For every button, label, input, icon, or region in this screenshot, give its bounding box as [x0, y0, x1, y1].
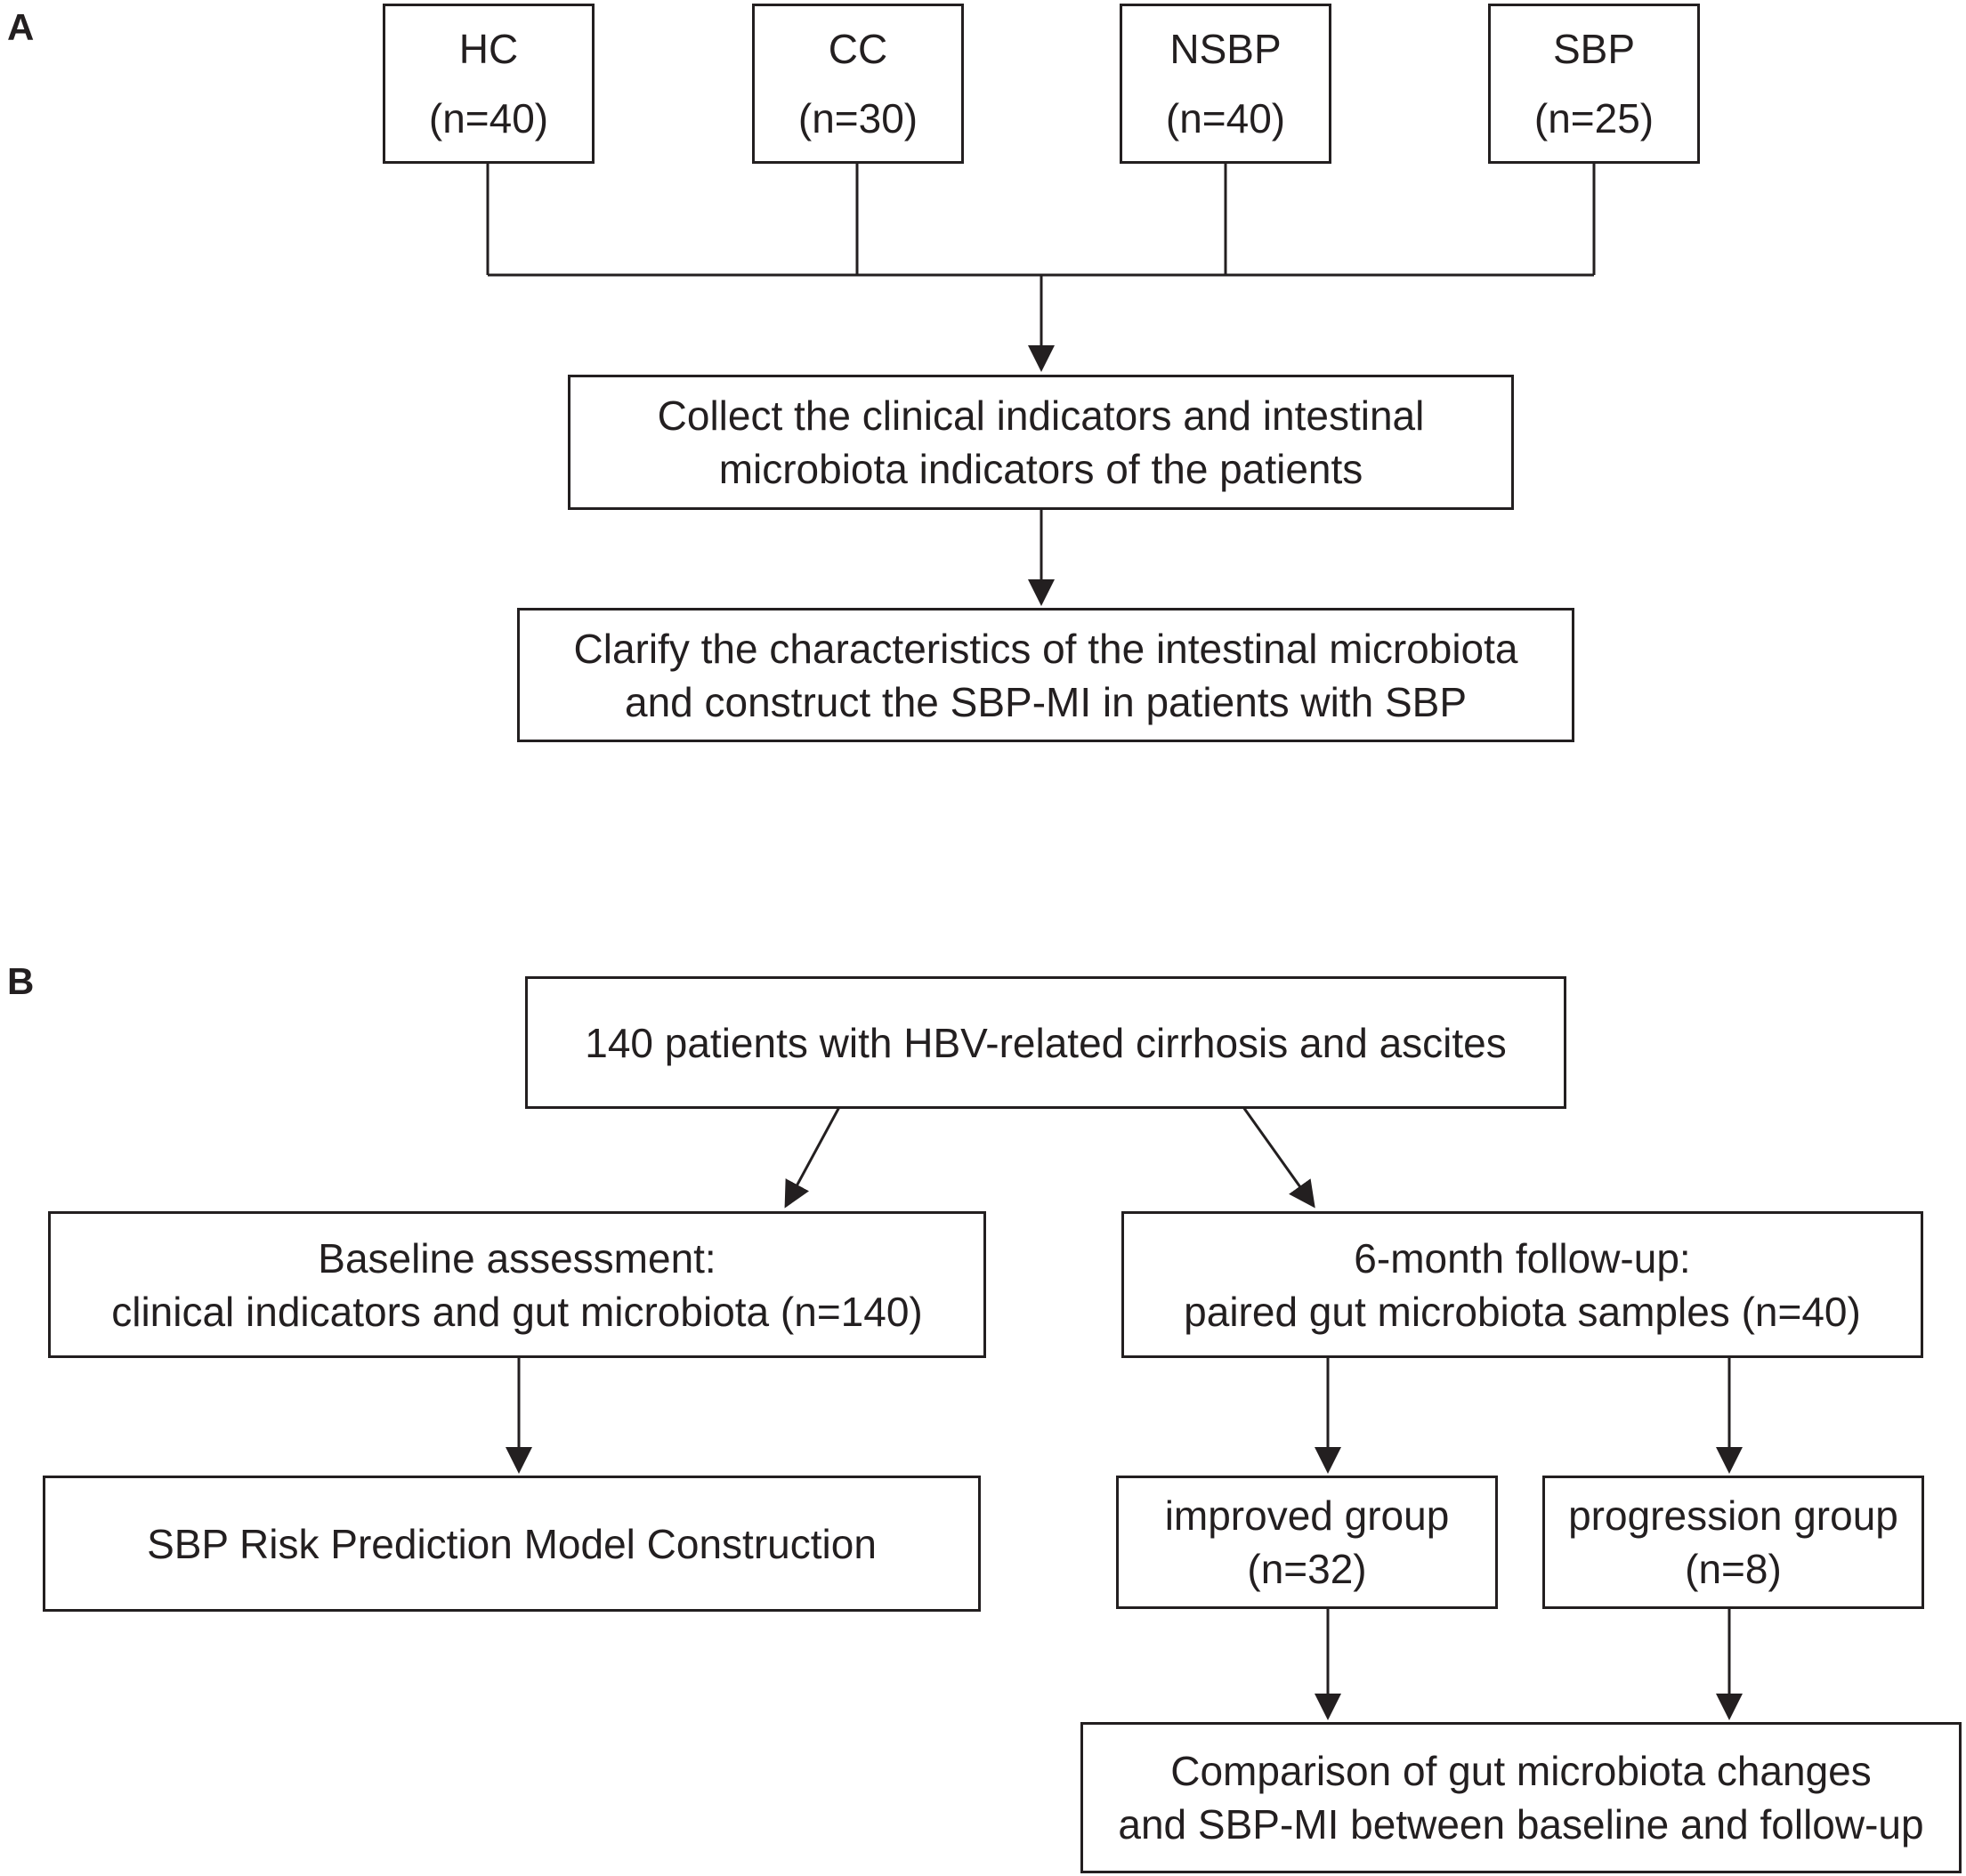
- clarify-line-2: and construct the SBP-MI in patients wit…: [624, 678, 1467, 725]
- panel-b-label: B: [7, 960, 35, 1002]
- comparison-box: Comparison of gut microbiota changes and…: [1080, 1722, 1962, 1873]
- hc-name: HC: [458, 26, 519, 72]
- sbp-name: SBP: [1552, 26, 1636, 72]
- baseline-line-1: Baseline assessment:: [318, 1234, 716, 1282]
- nsbp-name: NSBP: [1169, 26, 1282, 72]
- progression-line-1: progression group: [1568, 1492, 1898, 1539]
- risk-model-text: SBP Risk Prediction Model Construction: [147, 1520, 877, 1567]
- hc-count: (n=40): [428, 95, 549, 142]
- collect-line-1: Collect the clinical indicators and inte…: [657, 392, 1425, 439]
- clarify-characteristics-box: Clarify the characteristics of the intes…: [517, 608, 1574, 742]
- hc-box: HC (n=40): [383, 4, 595, 164]
- clarify-line-1: Clarify the characteristics of the intes…: [573, 625, 1518, 672]
- improved-group-box: improved group (n=32): [1116, 1476, 1498, 1609]
- progression-group-box: progression group (n=8): [1542, 1476, 1924, 1609]
- panel-a-label: A: [7, 6, 35, 48]
- collect-indicators-box: Collect the clinical indicators and inte…: [568, 375, 1514, 510]
- arrow-to-baseline: [784, 1106, 841, 1209]
- baseline-line-2: clinical indicators and gut microbiota (…: [111, 1288, 923, 1335]
- arrow-to-followup: [1242, 1106, 1315, 1209]
- comparison-line-2: and SBP-MI between baseline and follow-u…: [1118, 1801, 1924, 1848]
- sbp-box: SBP (n=25): [1488, 4, 1700, 164]
- comparison-line-1: Comparison of gut microbiota changes: [1170, 1748, 1872, 1794]
- followup-line-2: paired gut microbiota samples (n=40): [1184, 1288, 1861, 1335]
- collect-line-2: microbiota indicators of the patients: [718, 446, 1363, 492]
- improved-line-1: improved group: [1164, 1492, 1450, 1539]
- followup-line-1: 6-month follow-up:: [1354, 1234, 1691, 1282]
- nsbp-count: (n=40): [1165, 95, 1286, 142]
- sbp-count: (n=25): [1533, 95, 1655, 142]
- nsbp-box: NSBP (n=40): [1120, 4, 1331, 164]
- cc-count: (n=30): [797, 95, 918, 142]
- cc-box: CC (n=30): [752, 4, 964, 164]
- progression-line-2: (n=8): [1685, 1546, 1782, 1592]
- baseline-assessment-box: Baseline assessment: clinical indicators…: [48, 1211, 986, 1358]
- followup-box: 6-month follow-up: paired gut microbiota…: [1121, 1211, 1923, 1358]
- patients-box: 140 patients with HBV-related cirrhosis …: [525, 976, 1566, 1109]
- risk-model-box: SBP Risk Prediction Model Construction: [43, 1476, 981, 1612]
- patients-text: 140 patients with HBV-related cirrhosis …: [585, 1019, 1507, 1066]
- improved-line-2: (n=32): [1247, 1546, 1367, 1592]
- cc-name: CC: [828, 26, 888, 72]
